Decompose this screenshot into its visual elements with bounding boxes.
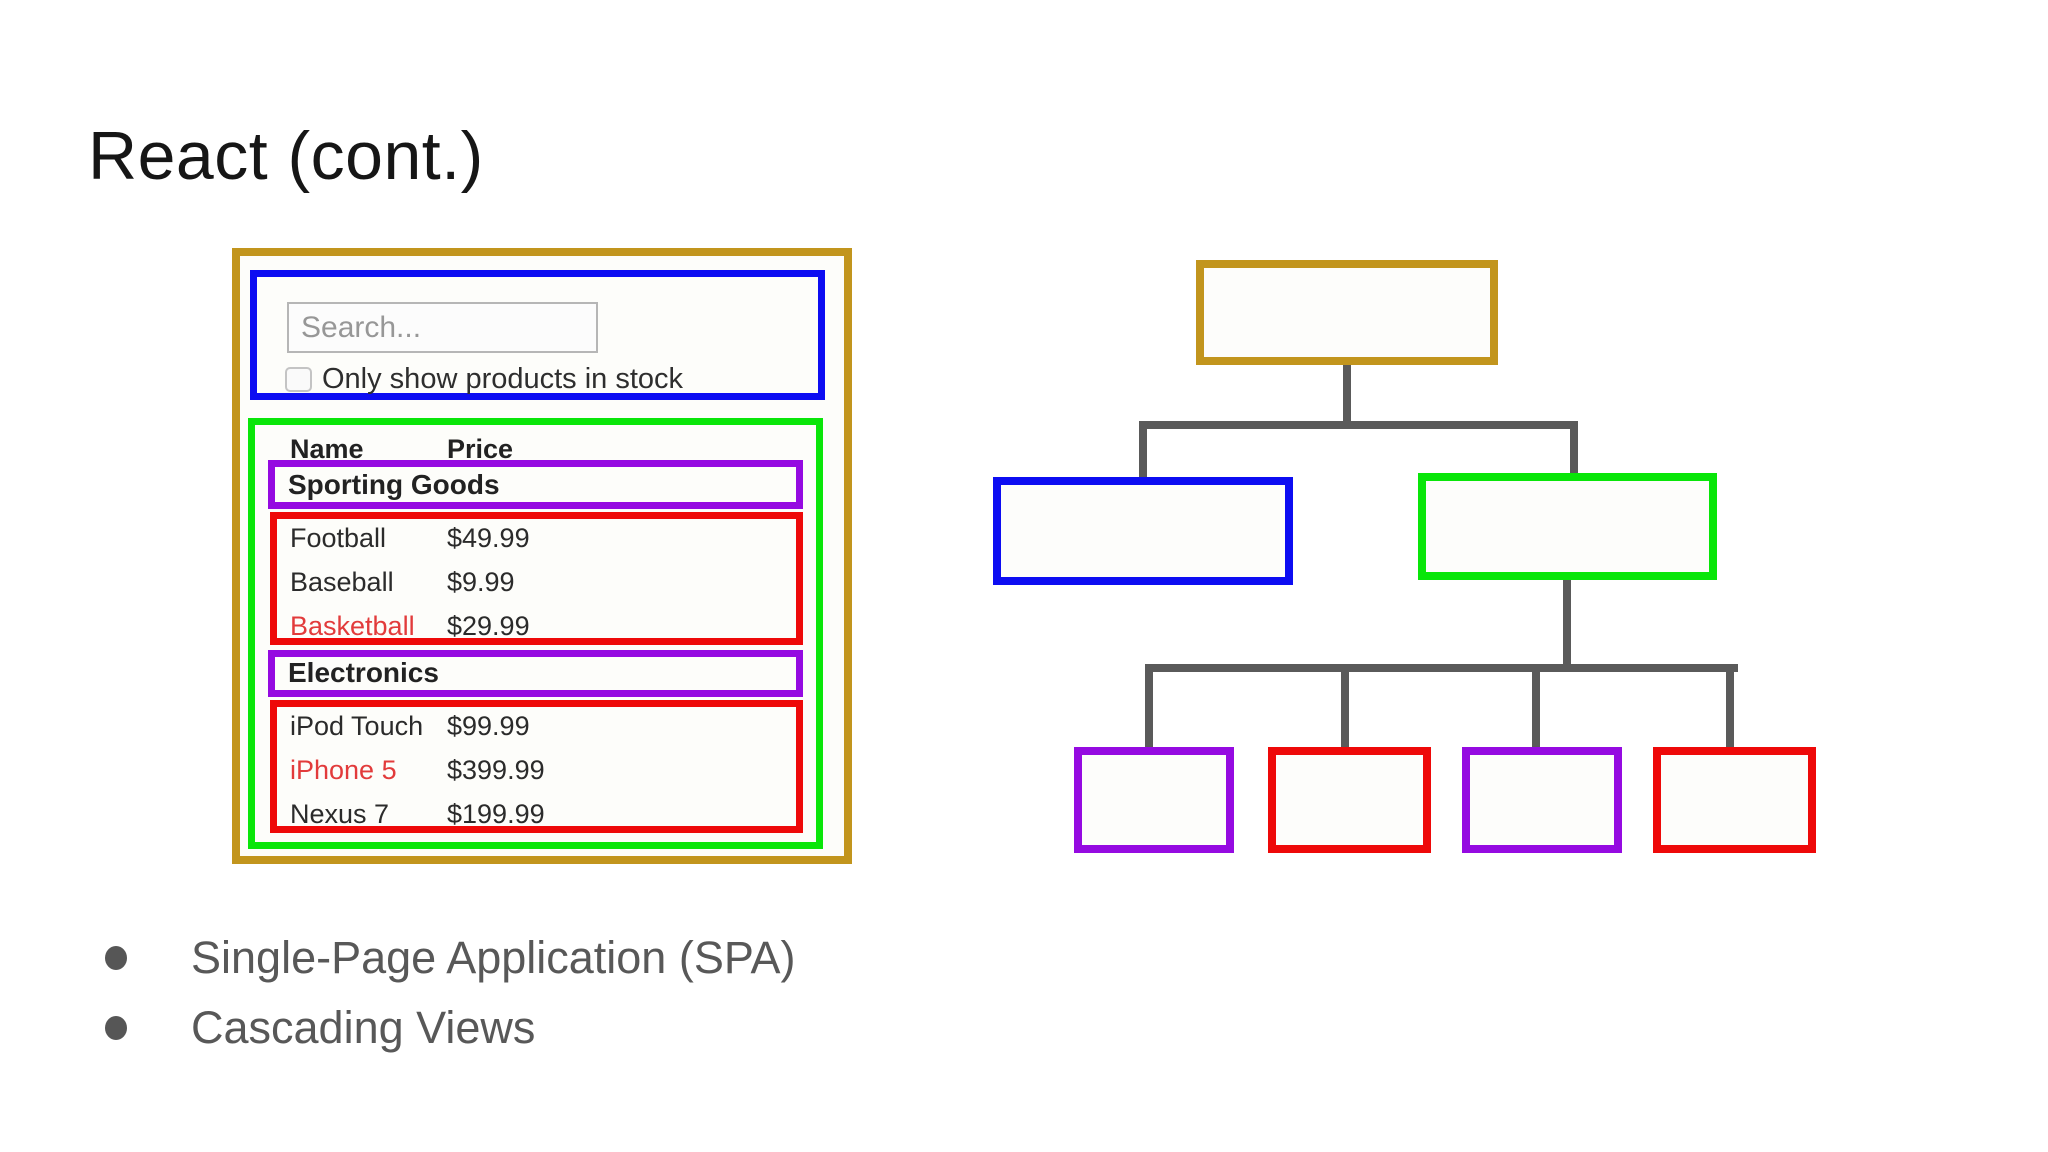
stock-checkbox[interactable] <box>285 367 312 392</box>
tree-node-red-2 <box>1653 747 1816 853</box>
bullet-dot-icon <box>105 946 127 970</box>
product-price: $199.99 <box>447 799 545 829</box>
product-price: $49.99 <box>447 523 530 553</box>
tree-node-red-1 <box>1268 747 1431 853</box>
tree-connector <box>1726 672 1734 751</box>
category-label: Electronics <box>288 657 439 688</box>
tree-connector <box>1341 672 1349 751</box>
table-row: Nexus 7 $199.99 <box>290 792 545 836</box>
product-name-out-of-stock: iPhone 5 <box>290 755 397 785</box>
tree-connector <box>1532 672 1540 751</box>
product-price: $399.99 <box>447 755 545 785</box>
tree-node-purple-1 <box>1074 747 1234 853</box>
bullet-text: Cascading Views <box>191 1002 536 1053</box>
page-title: React (cont.) <box>88 118 484 194</box>
tree-connector <box>1343 363 1351 425</box>
bullet-text: Single-Page Application (SPA) <box>191 932 796 983</box>
product-name-out-of-stock: Basketball <box>290 611 415 641</box>
product-price: $29.99 <box>447 611 530 641</box>
product-name: Football <box>290 523 387 553</box>
table-row: iPod Touch $99.99 <box>290 704 530 748</box>
tree-connector <box>1563 578 1571 668</box>
product-name: Nexus 7 <box>290 799 390 829</box>
mockup-producttable-green-box <box>248 418 823 849</box>
tree-node-blue <box>993 477 1293 585</box>
table-row: Baseball $9.99 <box>290 560 515 604</box>
column-header-name: Name <box>290 434 364 464</box>
category-row-purple-box <box>268 460 803 509</box>
search-input[interactable] <box>287 302 598 353</box>
tree-node-green <box>1418 473 1717 580</box>
tree-connector <box>1139 421 1578 429</box>
tree-node-root-gold <box>1196 260 1498 365</box>
bullet-dot-icon <box>105 1016 127 1040</box>
tree-connector <box>1570 429 1578 477</box>
product-price: $9.99 <box>447 567 515 597</box>
tree-connector <box>1145 664 1738 672</box>
table-row: Football $49.99 <box>290 516 530 560</box>
table-header-row: Name Price <box>290 427 513 471</box>
column-header-price: Price <box>447 434 514 464</box>
table-row: iPhone 5 $399.99 <box>290 748 545 792</box>
product-name: Baseball <box>290 567 394 597</box>
tree-connector <box>1145 672 1153 751</box>
product-rows-red-box <box>270 512 803 645</box>
bullet-item: Single-Page Application (SPA) <box>105 929 796 987</box>
category-row-purple-box <box>268 650 803 697</box>
category-label: Sporting Goods <box>288 469 500 500</box>
tree-node-purple-2 <box>1462 747 1622 853</box>
table-row: Basketball $29.99 <box>290 604 530 648</box>
bullet-item: Cascading Views <box>105 999 535 1057</box>
product-rows-red-box <box>270 700 803 833</box>
product-name: iPod Touch <box>290 711 424 741</box>
tree-connector <box>1139 429 1147 481</box>
mockup-searchbar-blue-box <box>250 270 825 400</box>
stock-checkbox-label: Only show products in stock <box>322 363 684 395</box>
product-price: $99.99 <box>447 711 530 741</box>
